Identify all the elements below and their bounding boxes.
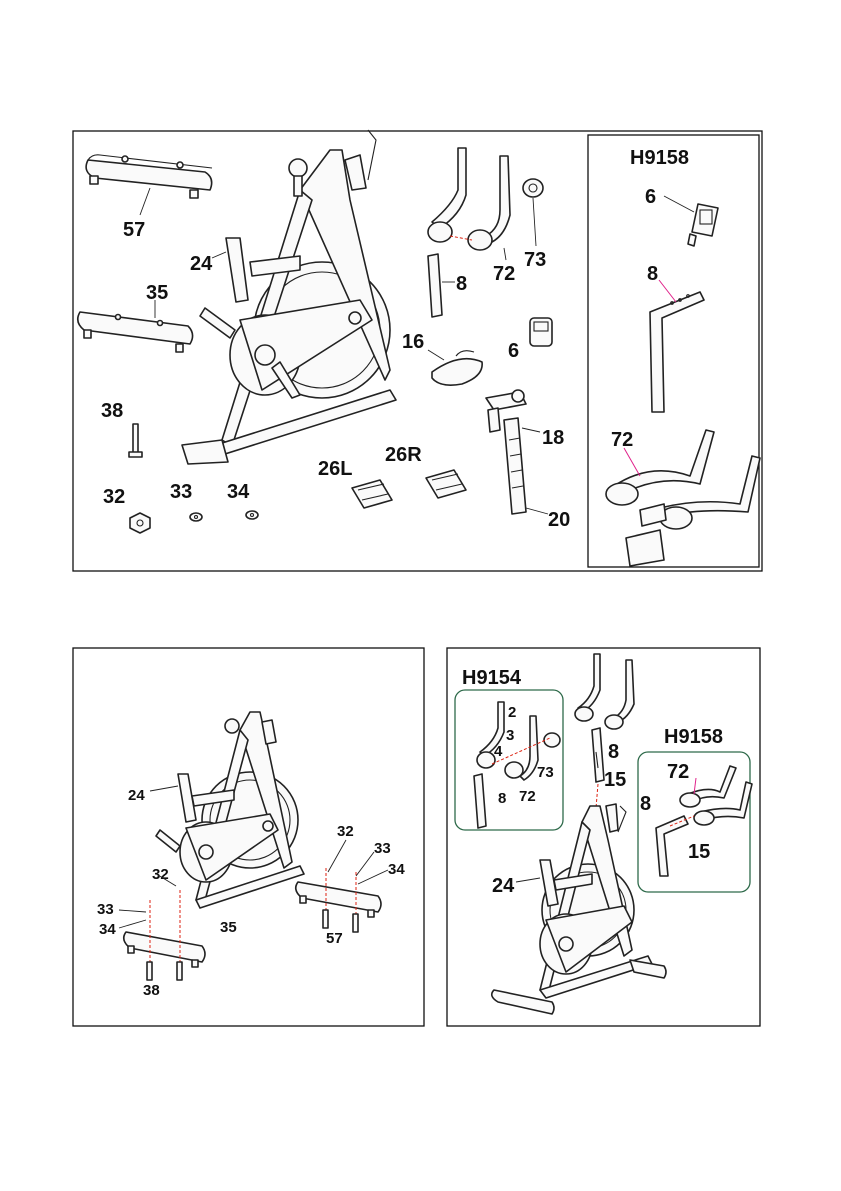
label-6: 6: [508, 340, 519, 362]
h9154-label-8: 8: [498, 790, 506, 807]
step1-label-34-left: 34: [99, 921, 116, 938]
h9158-title: H9158: [664, 726, 723, 748]
label-8: 8: [456, 273, 467, 295]
h9154-label-4: 4: [494, 743, 503, 760]
handlebar-72: [428, 148, 510, 250]
step1-rear-stabilizer: [296, 882, 381, 917]
inset-label-72: 72: [611, 429, 633, 451]
step2-label-24: 24: [492, 875, 515, 897]
washer-34: [246, 511, 258, 519]
leader-16: [428, 350, 444, 360]
step1-label-33-right: 33: [374, 840, 391, 857]
h9154-label-73: 73: [537, 764, 554, 781]
leader-73: [533, 198, 536, 246]
label-38: 38: [101, 400, 123, 422]
step1-leader-24: [150, 786, 178, 791]
h9154-label-3: 3: [506, 727, 514, 744]
bolt-38: [129, 424, 142, 457]
label-26L: 26L: [318, 458, 352, 480]
step1-leader-32-right: [328, 840, 346, 872]
h9154-title: H9154: [462, 667, 522, 689]
step1-label-35: 35: [220, 919, 237, 936]
label-34: 34: [227, 481, 250, 503]
label-18: 18: [542, 427, 564, 449]
label-24: 24: [190, 253, 213, 275]
h9158-label-72: 72: [667, 761, 689, 783]
step1-leader-33-left: [119, 910, 146, 912]
step2-bike-frame: [492, 784, 666, 1014]
step1-leader-33-right: [356, 852, 374, 876]
inset-label-8: 8: [647, 263, 658, 285]
step2-label-8: 8: [608, 741, 619, 763]
step1-label-24: 24: [128, 787, 145, 804]
step1-leader-34-left: [119, 920, 146, 928]
label-16: 16: [402, 331, 424, 353]
h9158-label-8: 8: [640, 793, 651, 815]
pedal-26R: [426, 470, 466, 498]
knob-73: [523, 179, 543, 197]
inset-label-6: 6: [645, 186, 656, 208]
leader-72: [504, 248, 506, 260]
handlebar-post-8: [428, 254, 442, 317]
inset-leader-72: [624, 448, 640, 476]
step2-handlebar: [575, 654, 634, 782]
saddle-16: [432, 351, 482, 385]
label-35: 35: [146, 282, 168, 304]
step1-bike-frame: [156, 712, 304, 908]
label-33: 33: [170, 481, 192, 503]
leader-24: [212, 252, 226, 258]
leader-18: [522, 428, 540, 432]
leader-57: [140, 188, 150, 215]
inset-console-6: [688, 204, 718, 246]
washer-33: [190, 513, 202, 521]
bike-main-frame: [182, 130, 396, 464]
inset-leader-6: [664, 196, 694, 212]
label-32: 32: [103, 486, 125, 508]
inset-leader-8: [659, 280, 676, 302]
step1-leader-34-right: [358, 870, 388, 884]
h9158-label-15: 15: [688, 841, 710, 863]
front-stabilizer-35: [78, 312, 193, 352]
h9154-label-72: 72: [519, 788, 536, 805]
step1-label-33-left: 33: [97, 901, 114, 918]
label-73: 73: [524, 249, 546, 271]
step2-leader-24: [516, 878, 540, 882]
label-72: 72: [493, 263, 515, 285]
label-26R: 26R: [385, 444, 422, 466]
step2-label-15: 15: [604, 769, 626, 791]
step1-label-38: 38: [143, 982, 160, 999]
nut-32: [130, 513, 150, 533]
step1-label-34-right: 34: [388, 861, 405, 878]
step1-label-57: 57: [326, 930, 343, 947]
h9154-label-2: 2: [508, 704, 516, 721]
pedal-26L: [352, 480, 392, 508]
console-6: [530, 318, 552, 346]
leader-20: [526, 508, 548, 514]
inset-post-8: [650, 292, 704, 412]
seat-post-20: [504, 418, 526, 514]
step1-front-stabilizer: [124, 932, 205, 967]
inset-model-title: H9158: [630, 147, 689, 169]
step1-label-32-right: 32: [337, 823, 354, 840]
label-20: 20: [548, 509, 570, 531]
label-57: 57: [123, 219, 145, 241]
